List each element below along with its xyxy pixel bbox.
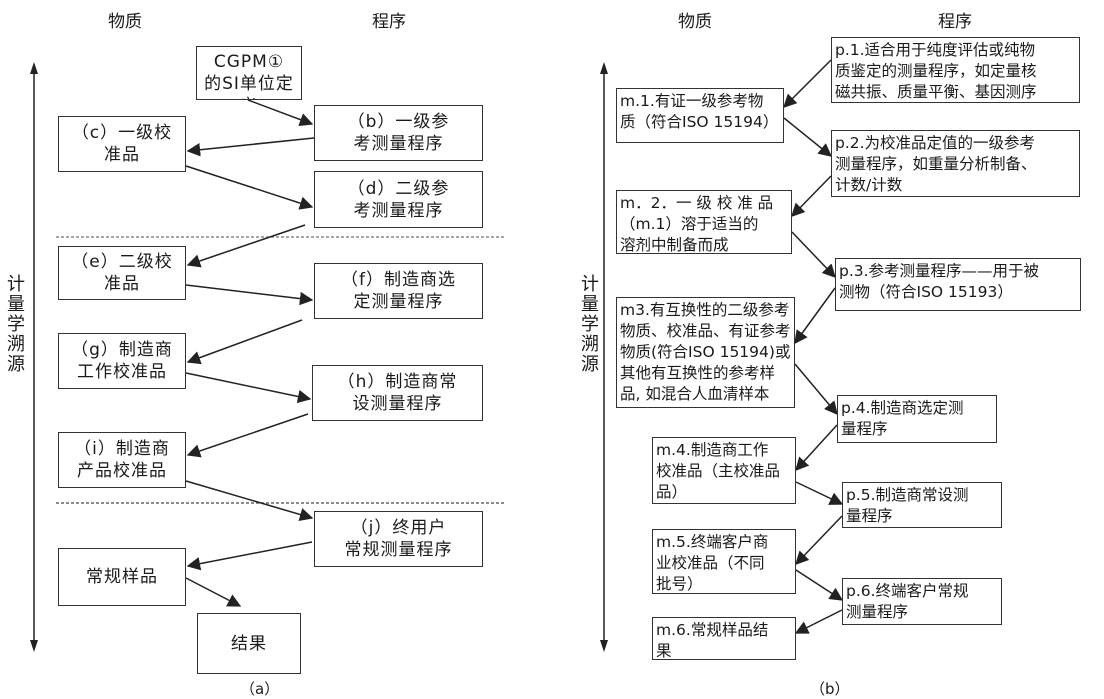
- box-p1-purity-assessment-procedure: p.1.适合用于纯度评估或纯物 质鉴定的测量程序，如定量核 磁共振、质量平衡、基…: [831, 37, 1080, 103]
- arrow-m2-to-p3: [791, 231, 836, 278]
- header-procedure-b: 程序: [938, 12, 972, 32]
- arrow-m5-to-p6: [795, 569, 844, 601]
- box-d-secondary-reference-procedure: （d）二级参 考测量程序: [314, 171, 483, 228]
- arrow-c-to-d: [185, 165, 314, 210]
- box-m1-certified-primary-reference: m.1.有证一级参考物 质（符合ISO 15194）: [616, 88, 784, 143]
- box-m2-primary-calibrator: m．2．一 级 校 准 品 （m.1）溶于适当的 溶剂中制备而成: [616, 190, 792, 254]
- box-m4-manufacturer-working-calibrator: m.4.制造商工作 校准品（主校准品 品）: [652, 437, 796, 504]
- box-p3-reference-procedure: p.3.参考测量程序——用于被 测物（符合ISO 15193）: [835, 258, 1081, 311]
- arrow-j-to-k: [186, 541, 313, 571]
- box-result: 结果: [197, 613, 301, 674]
- header-substance-a: 物质: [108, 12, 142, 32]
- arrow-a-to-b: [247, 99, 314, 127]
- box-e-secondary-calibrator: （e）二级校 准品: [58, 246, 186, 300]
- box-f-manufacturer-selected-procedure: （f）制造商选 定测量程序: [314, 263, 483, 319]
- box-p4-manufacturer-selected-procedure: p.4.制造商选定测 量程序: [837, 395, 997, 443]
- box-c-primary-calibrator: （c）一级校 准品: [58, 116, 186, 172]
- arrow-h-to-i: [186, 413, 309, 458]
- arrow-e-to-f: [185, 284, 314, 306]
- box-a-si-definition: （a）CGPM① 的SI单位定义: [196, 46, 302, 100]
- arrow-p6-to-m6: [794, 609, 843, 634]
- arrow-i-to-j: [185, 480, 314, 522]
- arrow-p4-to-m4: [795, 424, 838, 471]
- arrow-p1-to-m1: [783, 59, 832, 108]
- vertical-label-b: 计 量 学 溯 源: [581, 274, 599, 375]
- caption-b: （b）: [810, 680, 850, 698]
- header-substance-b: 物质: [678, 12, 712, 32]
- arrow-b-to-c: [186, 137, 315, 157]
- box-g-manufacturer-working-calibrator: （g）制造商 工作校准品: [58, 333, 186, 389]
- arrow-m4-to-p5: [795, 481, 844, 505]
- arrow-p2-to-m2: [791, 175, 832, 217]
- box-m6-routine-sample-result: m.6.常规样品结 果: [652, 617, 796, 660]
- arrow-p5-to-m5: [795, 515, 843, 565]
- arrow-f-to-g: [186, 319, 303, 365]
- box-i-manufacturer-product-calibrator: （i）制造商 产品校准品: [58, 432, 186, 488]
- box-b-primary-reference-procedure: （b）一级参 考测量程序: [314, 105, 483, 161]
- arrow-k-to-l: [185, 577, 242, 607]
- header-procedure-a: 程序: [372, 12, 406, 32]
- box-h-manufacturer-standing-procedure: （h）制造商常 设测量程序: [312, 365, 483, 421]
- box-p6-end-user-routine-procedure: p.6.终端客户常规 测量程序: [842, 578, 1002, 625]
- box-m5-end-user-calibrator: m.5.终端客户商 业校准品（不同 批号）: [652, 529, 796, 594]
- box-p2-primary-reference-procedure: p.2.为校准品定值的一级参考 测量程序，如重量分析制备、 计数/计数: [831, 130, 1080, 197]
- box-j-end-user-routine-procedure: （j）终用户 常规测量程序: [314, 511, 483, 567]
- box-p5-manufacturer-standing-procedure: p.5.制造商常设测 量程序: [842, 482, 1002, 528]
- box-m3-secondary-reference-material: m3.有互换性的二级参考 物质、校准品、有证参考 物质(符合ISO 15194)…: [616, 297, 795, 408]
- box-routine-sample: 常规样品: [58, 548, 186, 606]
- arrow-d-to-e: [186, 224, 306, 268]
- arrow-m3-to-p4: [794, 363, 838, 416]
- arrow-p3-to-m3: [794, 287, 836, 345]
- caption-a: （a）: [240, 680, 280, 698]
- vertical-label-a: 计 量 学 溯 源: [7, 274, 25, 375]
- arrow-g-to-h: [185, 372, 312, 404]
- arrow-m1-to-p2: [783, 117, 833, 157]
